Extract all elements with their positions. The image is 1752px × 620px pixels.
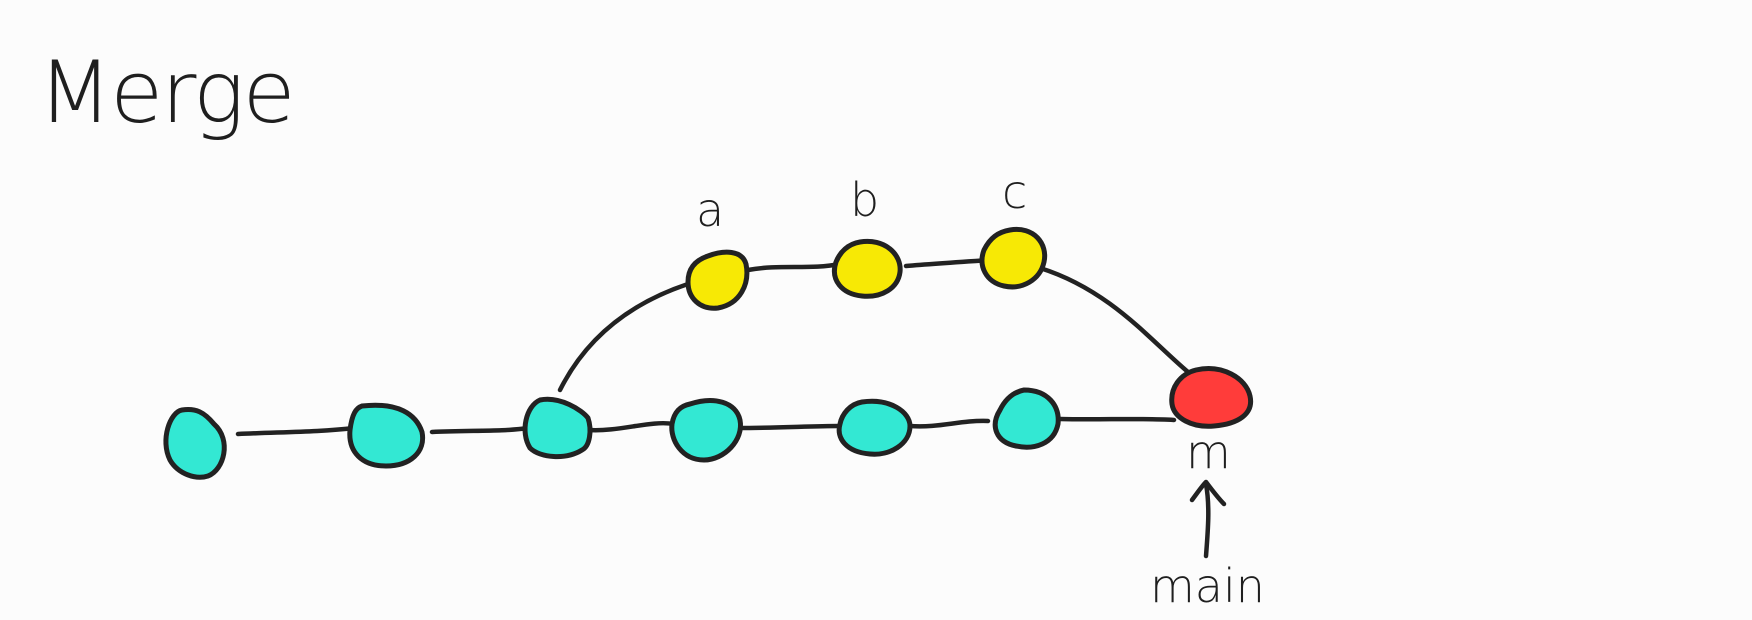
commit-label-a: a xyxy=(696,183,724,237)
commit-node-main xyxy=(836,398,913,457)
merge-commit-node xyxy=(1169,366,1254,429)
commit-node-main xyxy=(992,387,1061,450)
edge-main-2 xyxy=(429,425,531,435)
commit-node-c xyxy=(979,226,1048,290)
commit-node-main xyxy=(669,398,743,463)
commit-node-b xyxy=(832,238,903,299)
commit-label-c: c xyxy=(1002,165,1027,219)
edge-branch-merge xyxy=(1037,265,1191,375)
commit-node-a xyxy=(685,249,750,311)
edge-branch-2 xyxy=(903,257,993,269)
commit-node-main xyxy=(522,396,593,459)
edge-branch-start xyxy=(557,281,691,393)
edge-main-5 xyxy=(907,418,991,429)
edge-branch-1 xyxy=(745,261,843,273)
branch-pointer-label: main xyxy=(1150,559,1265,613)
edge-main-6 xyxy=(1057,416,1177,423)
commit-node-main xyxy=(347,402,426,469)
edge-main-1 xyxy=(235,425,357,437)
merge-commit-label: m xyxy=(1186,425,1231,479)
commit-node-main xyxy=(163,407,227,480)
edge-main-4 xyxy=(735,423,843,431)
commit-label-b: b xyxy=(850,173,879,227)
edge-main-3 xyxy=(585,421,677,433)
arrow-up-icon xyxy=(1189,479,1227,559)
diagram-title: Merge xyxy=(38,43,293,143)
